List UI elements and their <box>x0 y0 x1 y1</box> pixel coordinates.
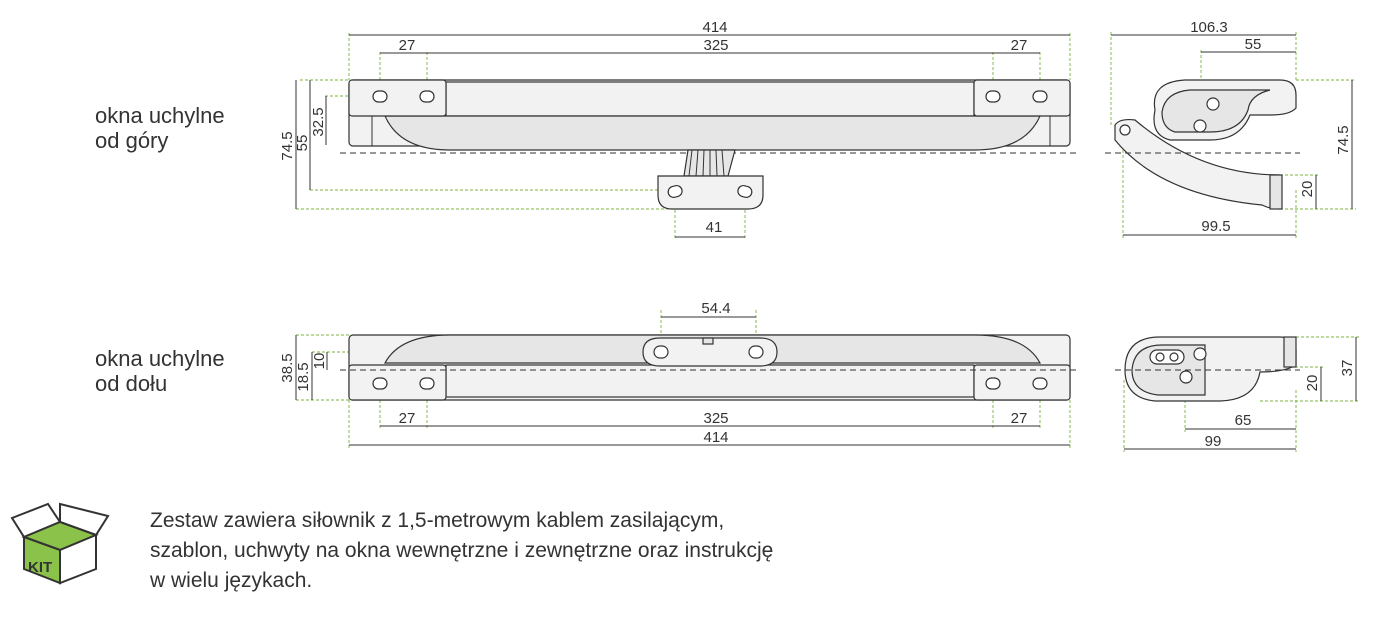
side-view-bottom: 37 20 65 99 <box>1115 336 1360 452</box>
dim-side-bottom-width: 99 <box>1205 433 1222 450</box>
dim-side-top-arm-h: 20 <box>1299 181 1316 198</box>
dim-side-bottom-height: 37 <box>1339 360 1356 377</box>
dim-side-top-width: 106.3 <box>1190 19 1228 36</box>
dim-top-h-outer: 74.5 <box>279 131 296 160</box>
dim-side-top-offset: 55 <box>1245 36 1262 53</box>
dim-bottom-inner: 325 <box>703 410 728 427</box>
dim-bottom-h-mid: 18.5 <box>295 362 312 391</box>
dim-top-inner: 325 <box>703 37 728 54</box>
dim-side-top-arm-w: 99.5 <box>1201 218 1230 235</box>
description: Zestaw zawiera siłownik z 1,5-metrowym k… <box>150 509 774 592</box>
dim-bottom-h-inner: 10 <box>311 353 328 370</box>
dim-top-h-mid: 55 <box>294 135 311 152</box>
dim-bottom-left: 27 <box>399 410 416 427</box>
logo-text: KIT <box>28 559 52 576</box>
dim-bottom-right: 27 <box>1011 410 1028 427</box>
dim-side-bottom-offset: 65 <box>1235 412 1252 429</box>
front-view-top: 414 325 27 27 74.5 55 32.5 41 <box>279 19 1080 238</box>
dim-side-bottom-inner-h: 20 <box>1304 375 1321 392</box>
dim-top-right: 27 <box>1011 37 1028 54</box>
label-top-hung: okna uchylne od góry <box>95 103 225 153</box>
front-view-bottom: 54.4 38.5 18.5 10 27 325 27 414 <box>279 300 1080 448</box>
box-logo-icon: KIT <box>10 502 110 585</box>
dim-top-total: 414 <box>702 19 727 36</box>
label-bottom-hung: okna uchylne od dołu <box>95 346 225 396</box>
dim-bottom-h-outer: 38.5 <box>279 353 296 382</box>
dim-top-left: 27 <box>399 37 416 54</box>
dim-top-h-inner: 32.5 <box>310 107 327 136</box>
dim-bottom-total: 414 <box>703 429 728 446</box>
dim-side-top-height: 74.5 <box>1335 125 1352 154</box>
dim-top-bracket: 41 <box>706 219 723 236</box>
side-view-top: 106.3 55 74.5 20 99.5 <box>1105 19 1356 238</box>
dim-bottom-hole-spacing: 54.4 <box>701 300 730 317</box>
